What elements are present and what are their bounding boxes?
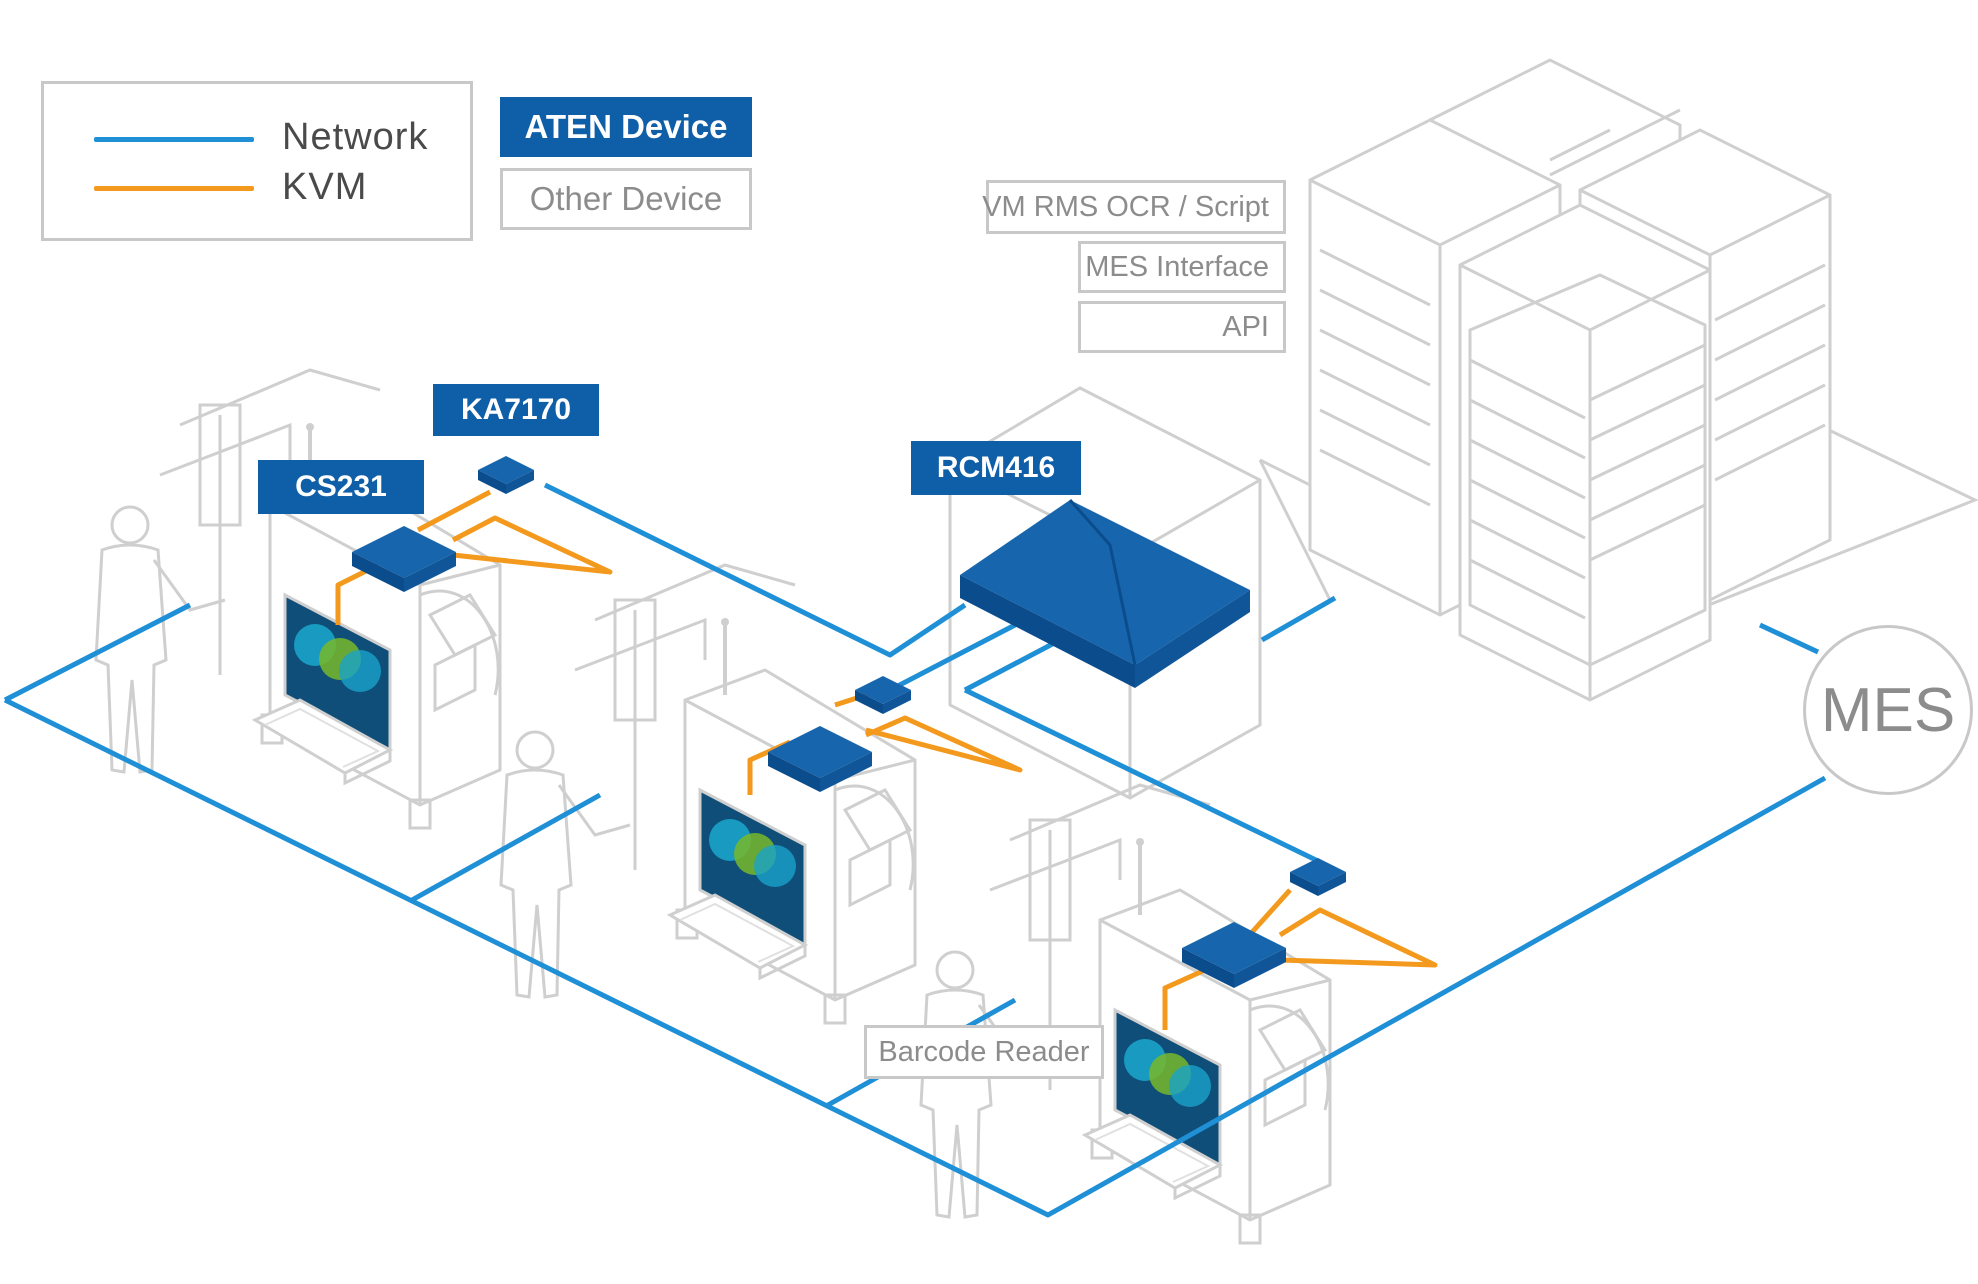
ka7170-device-1 bbox=[478, 456, 534, 494]
ka7170-device-3 bbox=[1290, 858, 1346, 896]
ka7170-label: KA7170 bbox=[433, 384, 599, 436]
operator-1 bbox=[94, 505, 227, 774]
network-cables bbox=[3, 482, 1827, 1218]
station-1 bbox=[158, 368, 502, 830]
api-label: API bbox=[1078, 301, 1286, 353]
cs231-label: CS231 bbox=[258, 460, 424, 514]
other-device-legend: Other Device bbox=[500, 168, 752, 230]
rcm416-label: RCM416 bbox=[911, 441, 1081, 495]
rcm416-device bbox=[960, 499, 1250, 688]
station-2 bbox=[573, 563, 917, 1025]
legend: Network KVM bbox=[41, 81, 473, 241]
station-3 bbox=[988, 783, 1332, 1245]
vm-rms-label: VM RMS OCR / Script bbox=[982, 180, 1286, 234]
server-room bbox=[948, 58, 1978, 800]
network-legend-label: Network bbox=[282, 116, 429, 158]
operator-3 bbox=[919, 950, 1052, 1219]
kvm-legend-line bbox=[94, 186, 254, 191]
barcode-reader-label: Barcode Reader bbox=[864, 1025, 1104, 1079]
network-legend-line bbox=[94, 137, 254, 142]
mes-node: MES bbox=[1803, 625, 1973, 795]
aten-device-legend: ATEN Device bbox=[500, 97, 752, 157]
kvm-legend-label: KVM bbox=[282, 166, 368, 208]
mes-interface-label: MES Interface bbox=[1078, 241, 1286, 293]
